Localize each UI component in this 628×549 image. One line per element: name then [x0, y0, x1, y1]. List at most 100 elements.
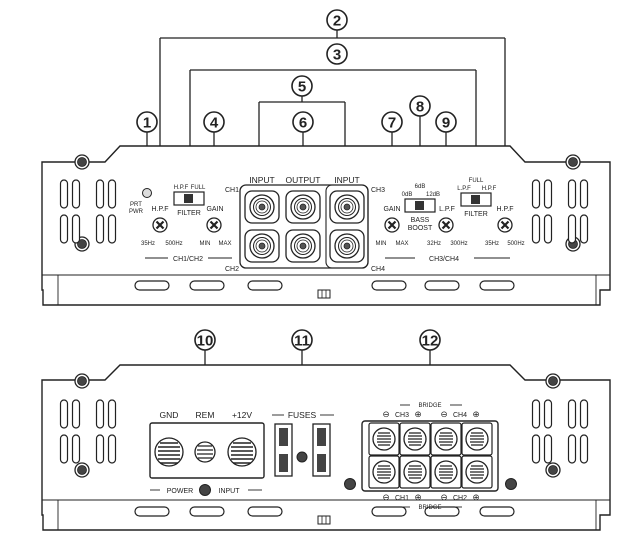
- terminal-ch3-neg[interactable]: [368, 422, 400, 456]
- rca-input-ch1[interactable]: [244, 190, 280, 224]
- svg-text:FILTER: FILTER: [177, 210, 201, 217]
- power-terminal-block: GND REM +12V POWER INPUT: [149, 410, 265, 496]
- rca-input-ch4[interactable]: [329, 229, 365, 263]
- callout-5: 5: [291, 75, 313, 97]
- callout-7: 7: [381, 111, 403, 133]
- hpf-knob-ch12[interactable]: [151, 216, 169, 234]
- callout-11: 11: [291, 329, 313, 351]
- terminal-ch2-neg[interactable]: [430, 455, 462, 489]
- svg-text:H.P.F: H.P.F: [482, 186, 497, 192]
- top-vent-slots: [134, 280, 515, 299]
- callout-10: 10: [194, 329, 216, 351]
- svg-text:PWR: PWR: [129, 209, 144, 215]
- svg-text:L.P.F: L.P.F: [457, 186, 471, 192]
- terminal-ch3-pos[interactable]: [399, 422, 431, 456]
- svg-text:8: 8: [416, 99, 424, 116]
- svg-text:CH1: CH1: [395, 495, 409, 502]
- svg-text:POWER: POWER: [167, 488, 193, 495]
- svg-text:32Hz: 32Hz: [427, 241, 441, 247]
- svg-text:3: 3: [333, 47, 341, 64]
- top-left-screw: [74, 154, 90, 170]
- svg-text:⊕: ⊕: [414, 409, 421, 419]
- svg-text:⊖: ⊖: [440, 492, 447, 502]
- gain-knob-ch34[interactable]: [383, 216, 401, 234]
- gain-knob-ch12[interactable]: [205, 216, 223, 234]
- svg-text:12dB: 12dB: [426, 192, 440, 198]
- svg-text:CH3/CH4: CH3/CH4: [429, 256, 459, 263]
- svg-text:⊕: ⊕: [472, 409, 479, 419]
- fuse-right[interactable]: [312, 423, 331, 477]
- svg-text:GAIN: GAIN: [206, 206, 223, 213]
- svg-text:7: 7: [388, 115, 396, 132]
- svg-text:MIN: MIN: [200, 241, 211, 247]
- terminal-ch1-neg[interactable]: [368, 455, 400, 489]
- input-label-right: INPUT: [334, 175, 360, 185]
- svg-text:+12V: +12V: [232, 410, 252, 420]
- bottom-panel-bottom-right-screw: [545, 462, 561, 478]
- svg-text:REM: REM: [196, 410, 215, 420]
- 12v-terminal[interactable]: [227, 437, 257, 467]
- svg-text:⊖: ⊖: [382, 492, 389, 502]
- svg-text:BASS: BASS: [411, 217, 430, 224]
- svg-text:6: 6: [299, 115, 307, 132]
- callout-6: 6: [292, 111, 314, 133]
- callout-4: 4: [203, 111, 225, 133]
- svg-text:MAX: MAX: [218, 241, 231, 247]
- svg-text:9: 9: [442, 115, 450, 132]
- svg-text:4: 4: [210, 115, 219, 132]
- svg-text:FULL: FULL: [469, 178, 484, 184]
- svg-text:⊕: ⊕: [414, 492, 421, 502]
- rca-input-ch2[interactable]: [244, 229, 280, 263]
- svg-text:300Hz: 300Hz: [450, 241, 467, 247]
- svg-text:BOOST: BOOST: [408, 225, 433, 232]
- top-right-screw: [565, 154, 581, 170]
- callout-2: 2: [326, 9, 348, 31]
- input-label-left: INPUT: [249, 175, 275, 185]
- svg-text:⊖: ⊖: [382, 409, 389, 419]
- svg-text:MIN: MIN: [376, 241, 387, 247]
- rca-block: INPUT OUTPUT INPUT CH1 CH2 CH3 CH4: [225, 175, 385, 273]
- svg-text:CH4: CH4: [371, 266, 385, 273]
- svg-text:500Hz: 500Hz: [507, 241, 524, 247]
- rca-output-ch1[interactable]: [285, 190, 321, 224]
- output-label: OUTPUT: [286, 175, 321, 185]
- svg-text:0dB: 0dB: [402, 192, 413, 198]
- svg-text:⊕: ⊕: [472, 492, 479, 502]
- rca-output-ch2[interactable]: [285, 229, 321, 263]
- svg-text:CH4: CH4: [453, 412, 467, 419]
- hpf-label-ch12: H.P.F: [152, 206, 169, 213]
- svg-text:H.P.F: H.P.F: [174, 185, 189, 191]
- terminal-ch1-pos[interactable]: [399, 455, 431, 489]
- svg-text:5: 5: [298, 79, 306, 96]
- bass-boost-switch[interactable]: 6dB 0dB 12dB BASS BOOST: [402, 184, 440, 232]
- rca-input-ch3[interactable]: [329, 190, 365, 224]
- fuse-left[interactable]: [274, 423, 293, 477]
- filter-switch-ch34[interactable]: FULL L.P.F H.P.F FILTER: [457, 178, 496, 218]
- filter-switch-ch12[interactable]: H.P.F FULL FILTER: [173, 185, 206, 217]
- bottom-panel: GND REM +12V POWER INPUT: [41, 364, 611, 531]
- callout-8: 8: [409, 95, 431, 117]
- terminal-ch4-pos[interactable]: [461, 422, 493, 456]
- svg-text:10: 10: [197, 333, 214, 350]
- protect-power-led: PRT PWR: [129, 188, 152, 215]
- svg-text:11: 11: [294, 333, 310, 350]
- svg-text:CH1/CH2: CH1/CH2: [173, 256, 203, 263]
- lpf-knob-ch34[interactable]: [437, 216, 455, 234]
- svg-text:CH2: CH2: [225, 266, 239, 273]
- hpf-knob-ch34[interactable]: [496, 216, 514, 234]
- rem-terminal[interactable]: [194, 441, 216, 463]
- svg-text:CH2: CH2: [453, 495, 467, 502]
- top-panel: PRT PWR H.P.F 35Hz 500Hz H.P.F FULL FILT…: [41, 145, 611, 306]
- svg-text:CH3: CH3: [395, 412, 409, 419]
- svg-text:BRIDGE: BRIDGE: [418, 403, 441, 409]
- terminal-ch2-pos[interactable]: [461, 455, 493, 489]
- svg-text:FUSES: FUSES: [288, 410, 317, 420]
- svg-text:35Hz: 35Hz: [141, 241, 155, 247]
- svg-text:1: 1: [143, 115, 151, 132]
- gnd-terminal[interactable]: [154, 437, 184, 467]
- svg-text:2: 2: [333, 13, 341, 30]
- svg-text:H.P.F: H.P.F: [497, 206, 514, 213]
- terminal-ch4-neg[interactable]: [430, 422, 462, 456]
- callout-1: 1: [136, 111, 158, 133]
